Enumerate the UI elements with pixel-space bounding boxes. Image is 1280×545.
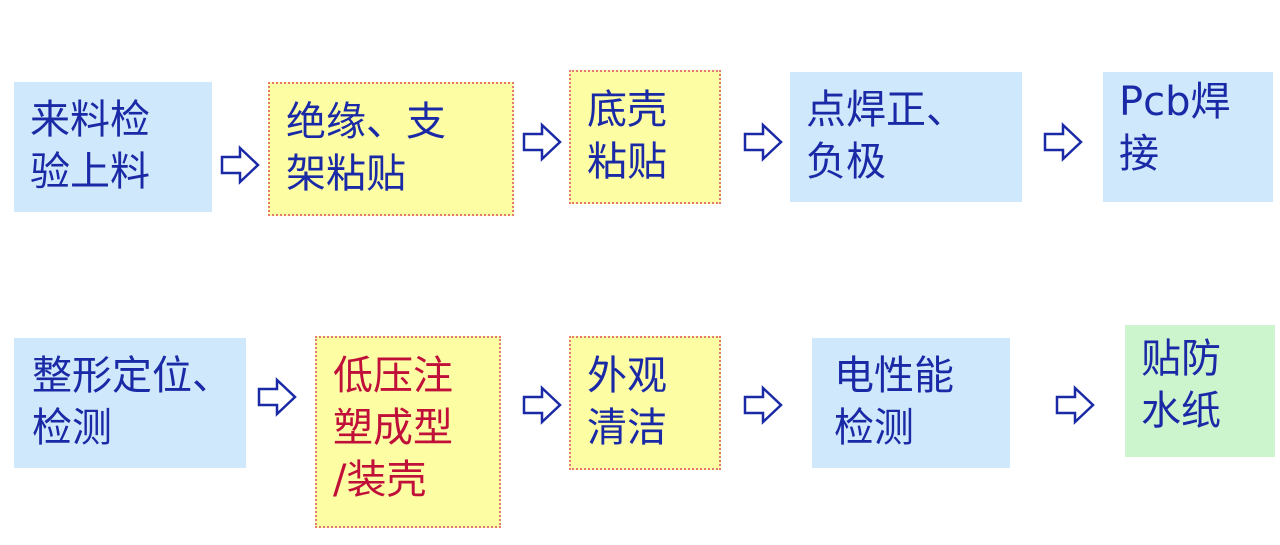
step-text-line: 塑成型 [333, 405, 453, 451]
step-text-line: 清洁 [587, 405, 667, 451]
step-appearance-cleaning: 外观 清洁 [569, 336, 721, 470]
step-text-line: /装壳 [333, 457, 427, 503]
step-text-line: 绝缘、支 [286, 99, 446, 145]
step-text-line: 整形定位、 [32, 353, 232, 399]
step-text-line: 水纸 [1141, 388, 1221, 434]
step-text-line: 来料检 [30, 97, 150, 143]
step-text-line: 底壳 [587, 87, 667, 133]
step-text-line: 检测 [834, 405, 914, 451]
step-bottom-shell-bonding: 底壳 粘贴 [569, 70, 721, 204]
step-text-line: 检测 [32, 405, 112, 451]
hollow-right-arrow-icon [257, 377, 297, 417]
step-text-line: 负极 [806, 139, 886, 185]
step-shaping-positioning-inspection: 整形定位、 检测 [14, 338, 246, 468]
hollow-right-arrow-icon [1043, 122, 1083, 162]
step-text-line: 电性能 [834, 353, 954, 399]
hollow-right-arrow-icon [1055, 385, 1095, 425]
step-text-line: Pcb焊 [1119, 79, 1231, 125]
hollow-right-arrow-icon [522, 122, 562, 162]
step-text-line: 外观 [587, 353, 667, 399]
hollow-right-arrow-icon [743, 385, 783, 425]
hollow-right-arrow-icon [220, 145, 260, 185]
step-text-line: 架粘贴 [286, 151, 406, 197]
step-text-line: 点焊正、 [806, 87, 966, 133]
hollow-right-arrow-icon [522, 385, 562, 425]
step-waterproof-paper: 贴防 水纸 [1125, 325, 1275, 457]
step-incoming-inspection: 来料检 验上料 [14, 82, 212, 212]
step-low-pressure-molding-housing: 低压注 塑成型 /装壳 [315, 336, 501, 528]
step-pcb-welding: Pcb焊 接 [1103, 72, 1273, 202]
step-spot-welding-electrodes: 点焊正、 负极 [790, 72, 1022, 202]
step-text-line: 贴防 [1141, 336, 1221, 382]
step-text-line: 接 [1119, 131, 1159, 177]
step-text-line: 粘贴 [587, 139, 667, 185]
step-insulation-bracket-bonding: 绝缘、支 架粘贴 [268, 82, 514, 216]
step-text-line: 验上料 [30, 149, 150, 195]
step-text-line: 低压注 [333, 353, 453, 399]
hollow-right-arrow-icon [743, 122, 783, 162]
step-electrical-performance-test: 电性能 检测 [812, 338, 1010, 468]
